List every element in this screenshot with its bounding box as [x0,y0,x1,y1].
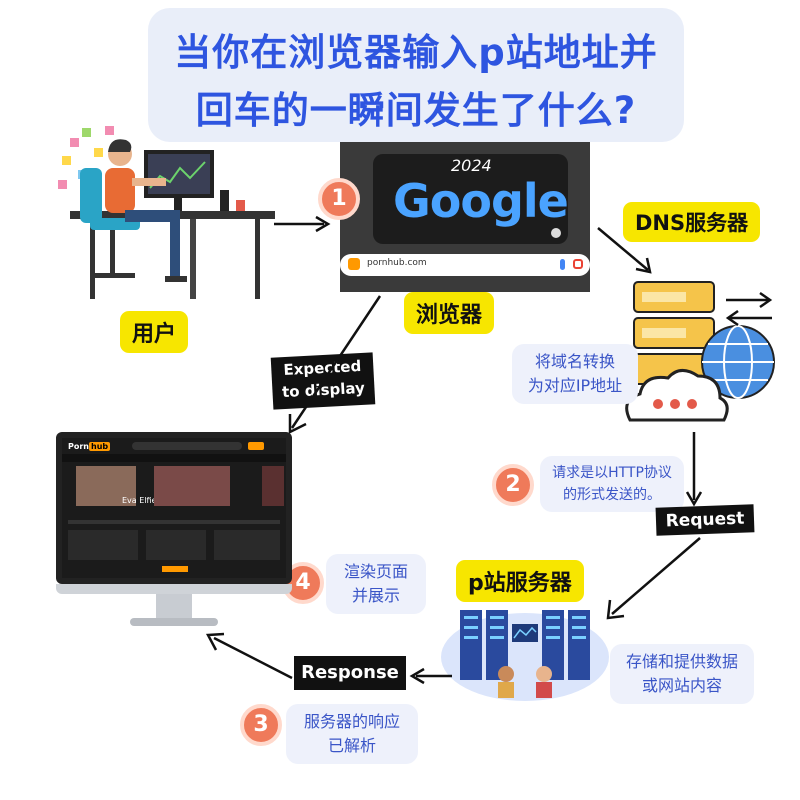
step-3-note: 服务器的响应 已解析 [286,704,418,764]
share-icon[interactable] [551,228,561,238]
arrow-browser-to-monitor [288,295,382,435]
dns-note-line-2: 为对应IP地址 [527,376,623,395]
step-2-note: 请求是以HTTP协议 的形式发送的。 [540,456,684,512]
browser-label: 浏览器 [404,292,495,334]
arrow-browser-to-dns [597,227,652,274]
site-nav-bar [62,454,286,462]
step-4-line-1: 渲染页面 [343,562,408,581]
step-3-badge: 3 [240,704,282,746]
arrow-user-to-browser [274,215,331,233]
lens-icon[interactable] [573,259,583,269]
step-3-line-2: 已解析 [327,736,376,755]
mic-icon[interactable] [560,259,565,270]
dns-note: 将域名转换 为对应IP地址 [512,344,638,404]
step-1-badge: 1 [318,178,360,220]
dns-note-line-1: 将域名转换 [534,352,615,371]
monitor-stand [130,618,218,626]
monitor-chin [56,584,292,594]
pserver-note: 存储和提供数据 或网站内容 [610,644,754,704]
step-2-line-2: 的形式发送的。 [563,487,661,503]
step-4-note: 渲染页面 并展示 [326,554,426,614]
step-4-line-2: 并展示 [351,586,400,605]
doodle-year: 2024 [451,156,492,175]
step-2-line-1: 请求是以HTTP协议 [552,465,672,481]
pserver-datacenter-icon [441,610,609,701]
response-banner: Response [294,656,406,690]
user-at-desk-illustration [58,126,275,299]
request-banner: Request [655,504,755,536]
thumbnail-2[interactable] [154,466,230,506]
dns-server-icon [625,281,775,422]
site-logo-b: hub [89,442,111,451]
arrow-server-to-response [409,667,452,685]
site-search-input[interactable] [132,442,242,450]
address-url[interactable]: pornhub.com [367,258,427,268]
dns-label: DNS服务器 [623,202,761,242]
site-tabs[interactable] [68,520,280,524]
title-line-1: 当你在浏览器输入p站地址并 [174,31,658,74]
thumbnail-1[interactable]: Eva Elfie [76,466,156,506]
pserver-note-line-2: 或网站内容 [641,676,722,695]
arrow-response-to-monitor [205,632,293,680]
title-line-2: 回车的一瞬间发生了什么? [195,89,637,132]
pserver-label: p站服务器 [456,560,584,602]
thumbnail-3[interactable] [262,466,284,506]
site-upload-button[interactable] [248,442,264,450]
site-show-more-button[interactable] [162,566,188,572]
monitor-neck [156,594,192,620]
thumbnail-caption: Eva Elfie [122,496,157,505]
arrow-request-to-server [606,537,701,620]
step-3-line-1: 服务器的响应 [303,712,400,731]
doodle-text: Google [393,174,569,228]
address-bar[interactable]: pornhub.com [340,254,590,276]
arrow-dns-to-request [685,432,703,507]
pserver-note-line-1: 存储和提供数据 [625,652,738,671]
user-label: 用户 [120,311,189,353]
site-description [68,530,138,560]
site-favicon-icon [348,258,360,270]
google-doodle-card: 2024 Google [373,154,569,244]
site-details [146,530,206,560]
title-background [148,8,684,142]
browser-window: 2024 Google pornhub.com [340,142,590,292]
site-info [214,530,280,560]
site-logo-a: Porn [68,442,89,451]
step-2-badge: 2 [492,464,534,506]
google-doodle-logo: Google [393,174,569,228]
